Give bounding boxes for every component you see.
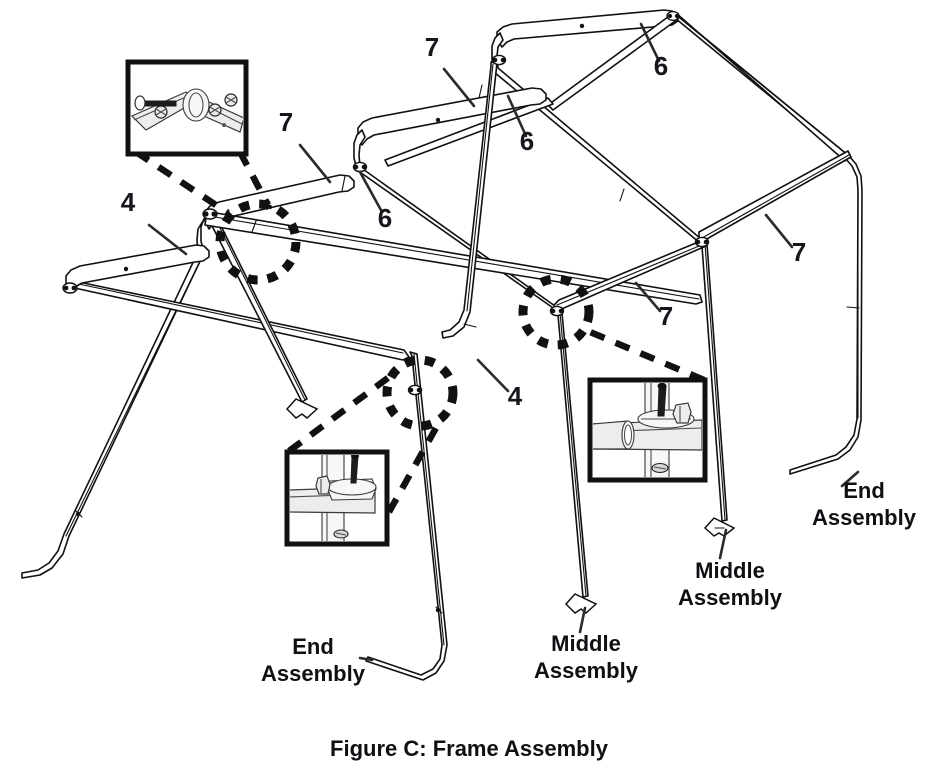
pointer-middle-assembly-right xyxy=(718,528,728,560)
leader-callout-4-mid xyxy=(476,358,510,393)
callout-4-mid: 4 xyxy=(508,381,523,411)
callout-6-top: 6 xyxy=(654,51,668,81)
left-bottom-hook xyxy=(21,574,41,579)
callout-7-right: 7 xyxy=(659,301,673,331)
middle-assembly-right-line1: Middle xyxy=(695,558,765,583)
dashline-to-top-left-inset-2 xyxy=(237,150,271,207)
right-ridge-bar xyxy=(675,12,850,162)
callout-7-left: 7 xyxy=(279,107,293,137)
detail-circle-center xyxy=(382,355,458,431)
assembly-labels-group: End Assembly Middle Assembly Middle Asse… xyxy=(261,478,917,686)
leader-callout-7-far xyxy=(764,213,794,249)
joint-clamps xyxy=(62,10,710,396)
top-ridge-rail xyxy=(496,9,679,48)
figure-caption: Figure C: Frame Assembly xyxy=(330,736,609,761)
pointer-end-assembly-right xyxy=(840,470,860,488)
dashline-to-top-left-inset xyxy=(134,149,230,216)
middle-assembly-right-line2: Assembly xyxy=(678,585,783,610)
callout-7-top: 7 xyxy=(425,32,439,62)
second-ridge-rail xyxy=(357,87,547,146)
detail-circles-group xyxy=(215,199,594,431)
left-end-arch xyxy=(21,213,210,579)
inset-bottom-right xyxy=(587,377,708,483)
callout-numbers: 4 7 6 7 6 6 4 7 7 xyxy=(121,32,806,411)
callout-6-mid: 6 xyxy=(520,126,534,156)
tall-center-member xyxy=(441,61,498,339)
callout-6-left: 6 xyxy=(378,203,392,233)
inset-bottom-left xyxy=(284,449,390,547)
detail-circle-right xyxy=(518,274,594,350)
leader-callout-7-right xyxy=(634,281,662,313)
inset-top-left xyxy=(125,59,249,157)
dashline-to-bottom-left-inset xyxy=(386,417,444,514)
pointer-end-assembly-left xyxy=(358,656,374,662)
tube-seams xyxy=(251,84,860,328)
end-assembly-right-line2: Assembly xyxy=(812,505,917,530)
bolt-head-1 xyxy=(154,105,168,119)
middle-assembly-mid-line1: Middle xyxy=(551,631,621,656)
leader-callout-4-left xyxy=(147,223,188,256)
leader-callout-7-top xyxy=(442,67,476,108)
callout-7-far: 7 xyxy=(792,237,806,267)
leader-callout-7-left xyxy=(298,143,332,184)
bolt-head-2 xyxy=(208,103,222,117)
third-ridge-rail xyxy=(204,174,355,230)
ridge-brace-center xyxy=(384,97,554,167)
callout-4-left: 4 xyxy=(121,187,136,217)
detail-leader-lines xyxy=(134,149,706,514)
canopy-frame-structure xyxy=(21,9,863,681)
leader-callout-6-top xyxy=(639,22,661,63)
bolt-head-3 xyxy=(224,93,238,107)
detail-circle-upper-left xyxy=(215,199,301,285)
dashline-to-bottom-left-inset-2 xyxy=(287,369,398,454)
center-long-diagonal xyxy=(196,241,713,253)
leader-callout-6-mid xyxy=(506,94,528,138)
assembly-pointers xyxy=(358,470,860,662)
mid-left-leg xyxy=(306,169,366,398)
leader-callout-6-left xyxy=(358,170,384,214)
end-assembly-right-line1: End xyxy=(843,478,885,503)
middle-assembly-mid-line2: Assembly xyxy=(534,658,639,683)
end-assembly-left-line2: Assembly xyxy=(261,661,366,686)
dashline-to-bottom-right-inset xyxy=(581,326,706,383)
end-assembly-left-line1: End xyxy=(292,634,334,659)
callout-leaders xyxy=(147,22,794,393)
pointer-middle-assembly-mid xyxy=(578,606,587,634)
